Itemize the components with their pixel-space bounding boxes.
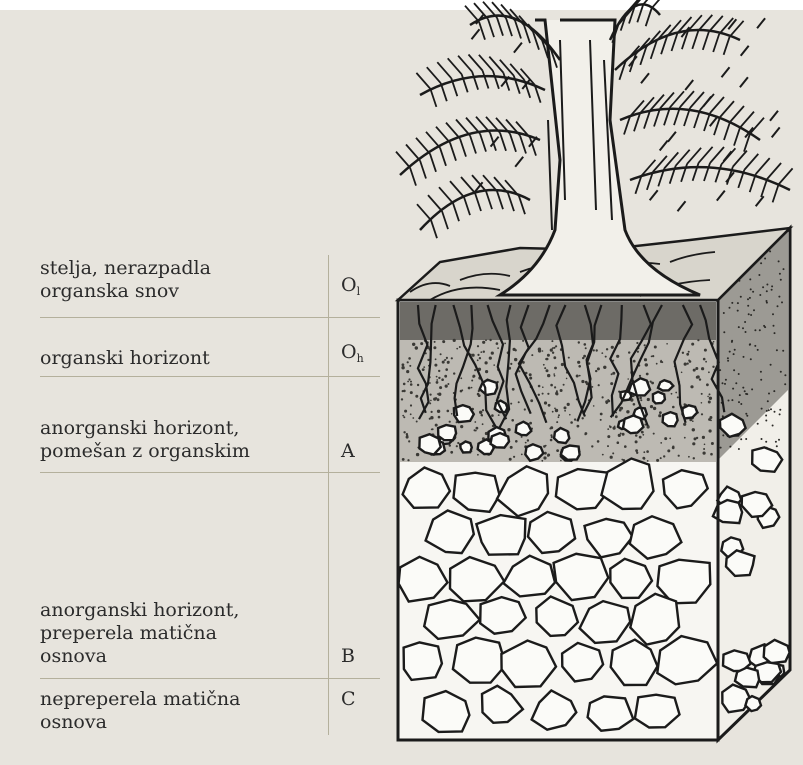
soil-block: [398, 228, 790, 740]
